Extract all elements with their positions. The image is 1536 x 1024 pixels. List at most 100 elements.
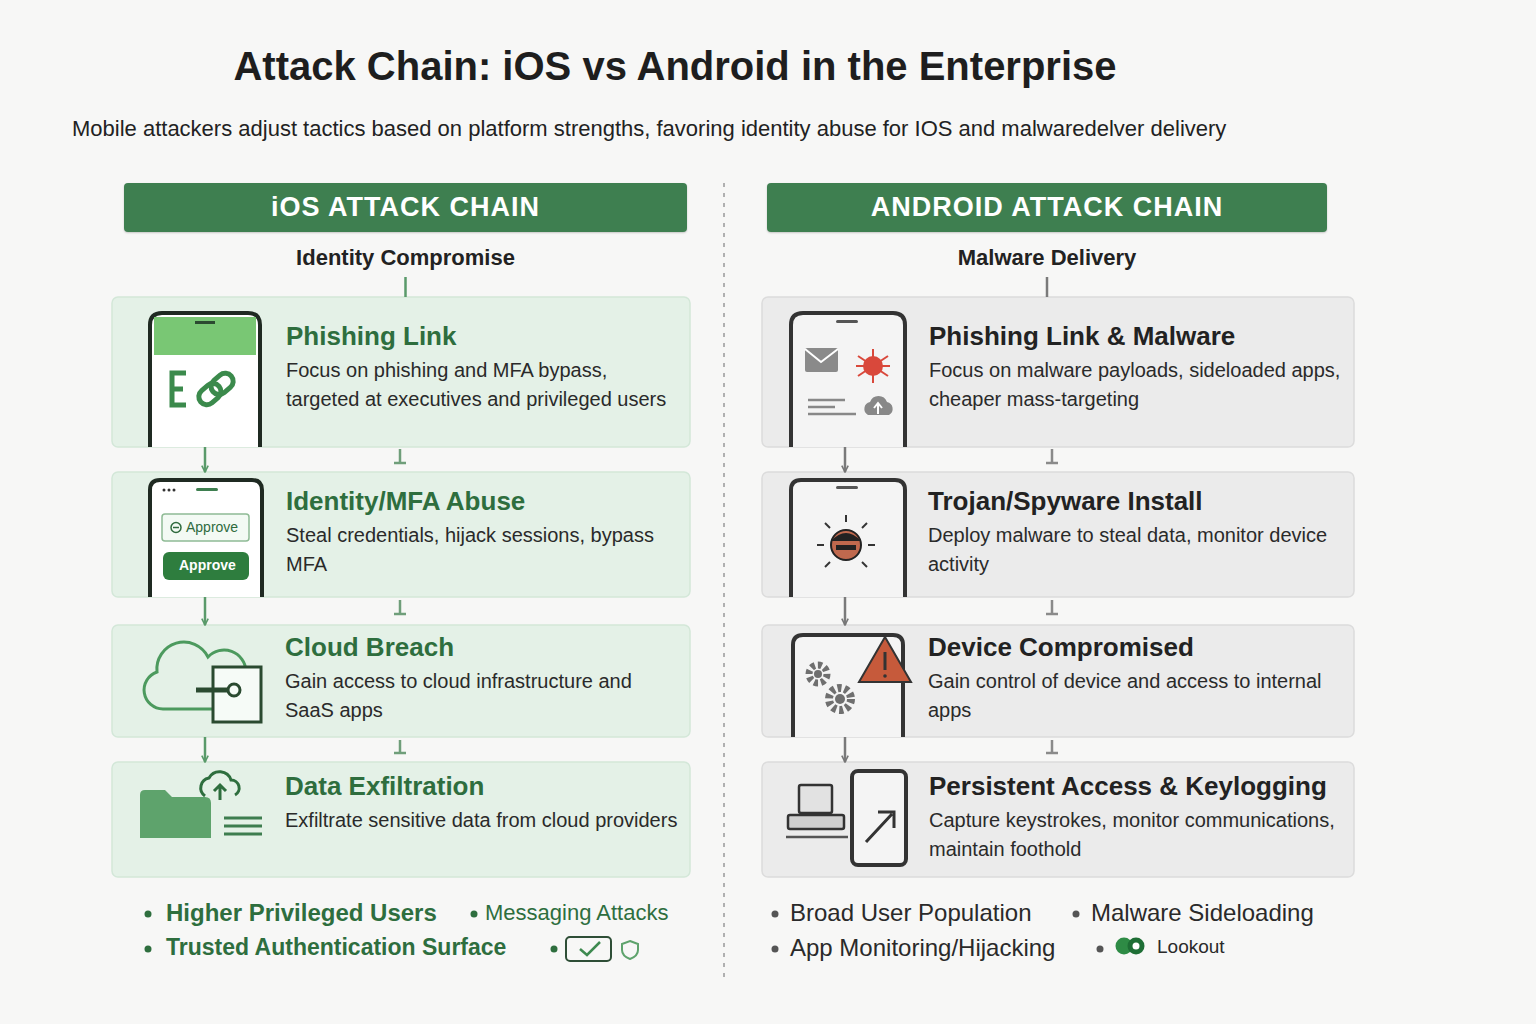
keylogger-icon: [852, 771, 906, 865]
title: Attack Chain: iOS vs Android in the Ente…: [0, 44, 1350, 89]
step-tick: [1046, 740, 1058, 753]
flow-connector: [204, 737, 207, 762]
keylogger-icon: [866, 812, 894, 842]
phone-approve-icon: [171, 523, 181, 533]
legend-item: Malware Sideloading: [1091, 899, 1314, 928]
box-fill: [762, 472, 1354, 597]
phone-approve-icon: [150, 480, 262, 597]
lookout-logo: [1128, 938, 1145, 955]
phone-approve-icon: [196, 488, 218, 491]
phone-spyware-icon: [817, 515, 875, 567]
step-heading: Phishing Link & Malware: [929, 321, 1342, 352]
folder-upload-icon: [140, 772, 262, 838]
chain-header: ANDROID ATTACK CHAINMalware Delivery: [767, 183, 1327, 277]
lookout-logo: [1116, 938, 1145, 955]
subtitle: Mobile attackers adjust tactics based on…: [72, 116, 1226, 142]
box-fill: [112, 472, 690, 597]
step-box: Data ExfiltrationExfiltrate sensitive da…: [112, 762, 690, 877]
flow-connector: [844, 737, 847, 762]
phone-approve-icon: [168, 489, 171, 492]
step-description: Exfiltrate sensitive data from cloud pro…: [285, 806, 678, 835]
flow-connector: [844, 447, 847, 472]
phone-malware-icon: [863, 356, 883, 376]
cloud-door-icon: [144, 642, 261, 722]
phone-approve-icon: [173, 489, 176, 492]
phone-spyware-icon: [836, 545, 856, 550]
phone-link-icon: [195, 321, 215, 324]
phone-malware-icon: [808, 406, 835, 409]
phone-link-icon: [150, 313, 260, 447]
step-heading: Phishing Link: [286, 321, 678, 352]
phone-malware-icon: [791, 313, 905, 447]
phone-spyware-icon: [791, 480, 905, 597]
step-description: Gain control of device and access to int…: [928, 667, 1342, 725]
phone-spyware-icon: [825, 562, 830, 567]
bullet-dot: [145, 911, 152, 918]
phone-malware-icon: [808, 413, 856, 416]
chain-subtitle: Identity Compromise: [124, 245, 687, 271]
check-icon: [566, 937, 611, 961]
phone-spyware-icon: [831, 533, 861, 541]
phone-malware-icon: [808, 400, 856, 414]
bullet-dot: [145, 946, 152, 953]
button-text: Approve: [186, 519, 238, 536]
phone-spyware-icon: [862, 562, 867, 567]
folder-upload-icon: [214, 785, 226, 800]
phone-compromised-icon: [835, 694, 845, 704]
flow-connector: [404, 277, 407, 297]
step-box: Persistent Access & KeyloggingCapture ke…: [762, 762, 1354, 877]
step-description: Deploy malware to steal data, monitor de…: [928, 521, 1342, 579]
check-icon: [566, 937, 611, 961]
step-box: Phishing Link & MalwareFocus on malware …: [762, 297, 1354, 447]
step-description: Focus on malware payloads, sideloaded ap…: [929, 356, 1342, 414]
step-box: Trojan/Spyware InstallDeploy malware to …: [762, 472, 1354, 597]
box-fill: [112, 297, 690, 447]
button-text: Approve: [179, 557, 236, 574]
phone-malware-icon: [805, 348, 838, 372]
bullet-dot: [772, 911, 779, 918]
box-fill: [762, 297, 1354, 447]
phone-approve-icon: [150, 480, 262, 597]
keylogger-icon: [788, 815, 844, 829]
keylogger-icon: [786, 771, 906, 865]
step-tick: [394, 600, 406, 614]
bullet-dot: [1097, 946, 1104, 953]
step-box: Cloud BreachGain access to cloud infrast…: [112, 625, 690, 737]
step-tick: [1046, 449, 1058, 463]
folder-upload-icon: [224, 833, 262, 836]
phone-malware-icon: [864, 396, 892, 415]
step-heading: Persistent Access & Keylogging: [929, 771, 1342, 802]
phone-compromised-icon: [809, 665, 827, 683]
phone-approve-icon: [173, 527, 179, 529]
step-description: Steal credentials, hijack sessions, bypa…: [286, 521, 678, 579]
phone-link-icon: [196, 370, 237, 408]
phone-spyware-icon: [836, 486, 858, 489]
check-icon: [580, 942, 600, 955]
phone-approve-icon: [162, 514, 249, 541]
box-fill: [112, 762, 690, 877]
lookout-logo: [1133, 943, 1140, 950]
header-title: ANDROID ATTACK CHAIN: [871, 192, 1223, 223]
folder-upload-icon: [224, 825, 262, 828]
step-tick: [1046, 600, 1058, 614]
bullet-dot: [471, 911, 478, 918]
phone-malware-icon: [791, 313, 905, 447]
box-fill: [112, 625, 690, 737]
step-tick: [394, 740, 406, 753]
box-fill: [762, 625, 1354, 737]
step-box: Phishing LinkFocus on phishing and MFA b…: [112, 297, 690, 447]
phone-compromised-icon: [829, 688, 851, 710]
bullet-dot: [551, 946, 558, 953]
cloud-door-icon: [196, 688, 228, 693]
step-description: Focus on phishing and MFA bypass, target…: [286, 356, 678, 414]
step-heading: Device Compromised: [928, 632, 1342, 663]
header-bar: ANDROID ATTACK CHAIN: [767, 183, 1327, 232]
flow-connector: [1046, 277, 1049, 297]
flow-connector: [844, 597, 847, 625]
shield-icon: [622, 941, 638, 959]
folder-upload-icon: [224, 818, 262, 834]
column-divider: [723, 183, 725, 982]
step-heading: Data Exfiltration: [285, 771, 678, 802]
phone-approve-icon: [163, 552, 249, 580]
